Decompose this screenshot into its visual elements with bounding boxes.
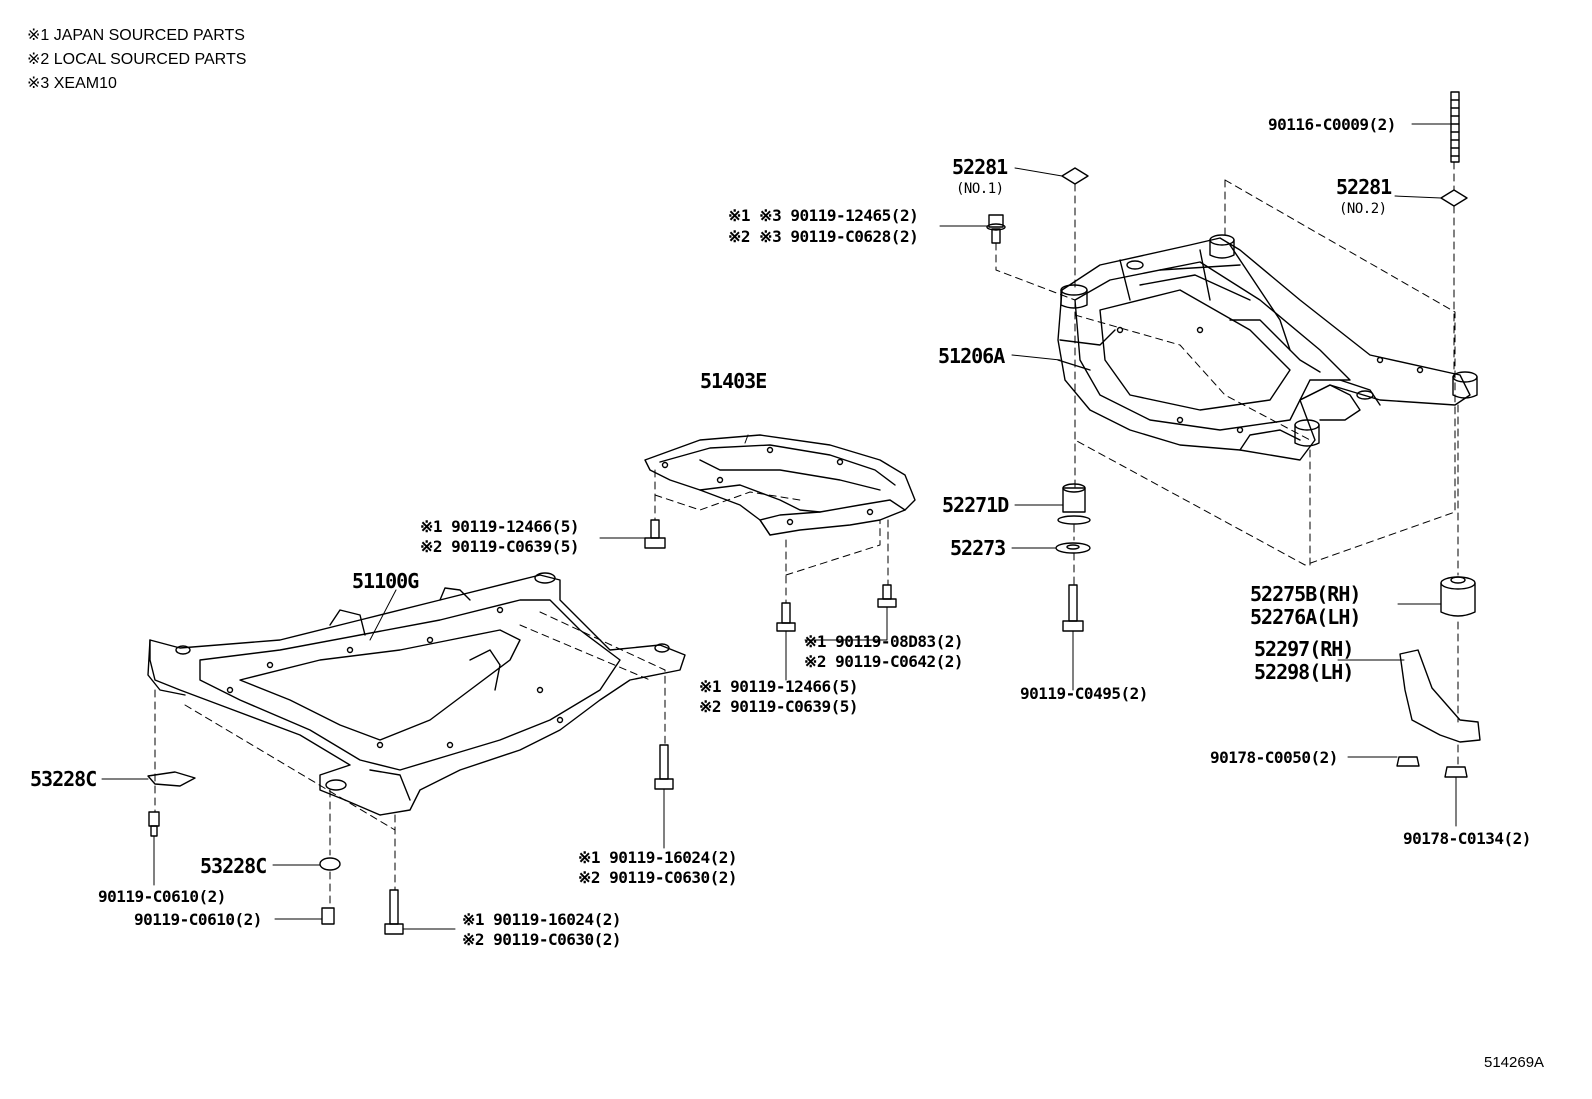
label-51100g: 51100G bbox=[352, 569, 419, 593]
label-52275b-rh: 52275B(RH) bbox=[1250, 582, 1361, 606]
label-52281-no1: 52281 bbox=[952, 155, 1008, 179]
label-90178-c0134: 90178-C0134(2) bbox=[1403, 829, 1531, 848]
label-52298-lh: 52298(LH) bbox=[1254, 660, 1354, 684]
label-52281-no1-sub: (NO.1) bbox=[956, 181, 1004, 197]
label-90119-c0639-upper: ※2 90119-C0639(5) bbox=[420, 537, 580, 556]
diagram-id: 514269A bbox=[1484, 1054, 1545, 1071]
label-52281-no2: 52281 bbox=[1336, 175, 1392, 199]
label-90119-c0630-bottom: ※2 90119-C0630(2) bbox=[462, 930, 622, 949]
leader-lines bbox=[101, 123, 1457, 930]
note-xeam10: ※3 XEAM10 bbox=[27, 75, 117, 92]
label-90119-c0610-upper: 90119-C0610(2) bbox=[98, 887, 226, 906]
note-japan-sourced: ※1 JAPAN SOURCED PARTS bbox=[27, 27, 245, 44]
label-53228c-lower: 53228C bbox=[200, 854, 267, 878]
label-90119-16024-bottom: ※1 90119-16024(2) bbox=[462, 910, 622, 929]
label-90119-12466-lower: ※1 90119-12466(5) bbox=[699, 677, 859, 696]
label-90119-c0639-lower: ※2 90119-C0639(5) bbox=[699, 697, 859, 716]
note-local-sourced: ※2 LOCAL SOURCED PARTS bbox=[27, 51, 247, 68]
front-subframe-drawing bbox=[147, 572, 686, 816]
label-90119-c0642: ※2 90119-C0642(2) bbox=[804, 652, 964, 671]
label-90119-16024-right: ※1 90119-16024(2) bbox=[578, 848, 738, 867]
label-90119-c0628: ※2 ※3 90119-C0628(2) bbox=[728, 227, 919, 246]
label-52273: 52273 bbox=[950, 536, 1006, 560]
label-90119-12465: ※1 ※3 90119-12465(2) bbox=[728, 206, 919, 225]
label-90178-c0050: 90178-C0050(2) bbox=[1210, 748, 1338, 767]
label-90119-08d83: ※1 90119-08D83(2) bbox=[804, 632, 964, 651]
label-51403e: 51403E bbox=[700, 369, 767, 393]
label-90119-c0630-right: ※2 90119-C0630(2) bbox=[578, 868, 738, 887]
label-90119-c0610-lower: 90119-C0610(2) bbox=[134, 910, 262, 929]
label-52271d: 52271D bbox=[942, 493, 1009, 517]
label-52276a-lh: 52276A(LH) bbox=[1250, 605, 1361, 629]
assembly-dashed-lines bbox=[154, 161, 1459, 909]
rear-subframe-drawing bbox=[1057, 234, 1478, 461]
label-90116-c0009: 90116-C0009(2) bbox=[1268, 115, 1396, 134]
label-90119-12466-upper: ※1 90119-12466(5) bbox=[420, 517, 580, 536]
label-52297-rh: 52297(RH) bbox=[1254, 637, 1354, 661]
label-90119-c0495: 90119-C0495(2) bbox=[1020, 684, 1148, 703]
label-52281-no2-sub: (NO.2) bbox=[1339, 201, 1387, 217]
label-53228c-upper: 53228C bbox=[30, 767, 97, 791]
brace-drawing bbox=[644, 434, 916, 536]
label-51206a: 51206A bbox=[938, 344, 1005, 368]
